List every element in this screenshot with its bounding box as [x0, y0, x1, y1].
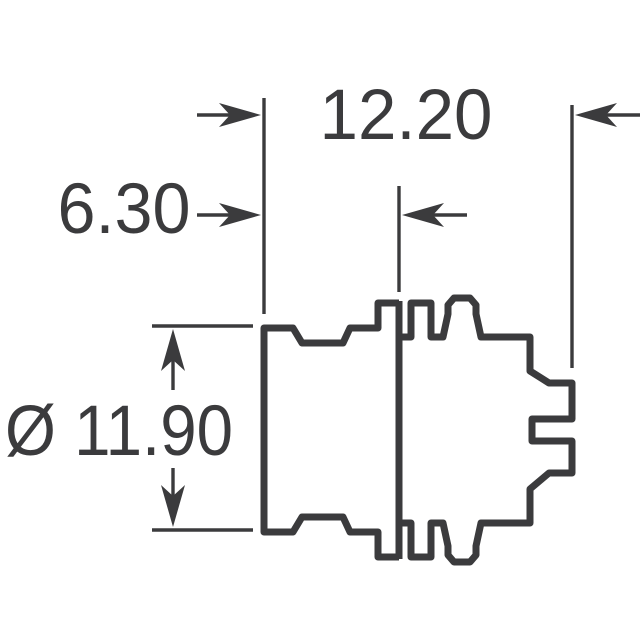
dim-diameter-down-arrow-icon — [161, 485, 185, 527]
dim-width-label: 12.20 — [320, 76, 493, 155]
dim-bushing-left-arrow-icon — [219, 203, 261, 227]
dim-bushing-right-arrow-icon — [402, 203, 444, 227]
dim-diameter-label: Ø 11.90 — [5, 392, 233, 471]
dim-width-left-arrow-icon — [219, 103, 261, 127]
dim-bushing-label: 6.30 — [58, 170, 191, 249]
part-body-outline — [399, 294, 576, 566]
part-bushing-outline — [260, 299, 399, 561]
dim-diameter-up-arrow-icon — [161, 329, 185, 371]
dim-width-right-arrow-icon — [575, 103, 617, 127]
